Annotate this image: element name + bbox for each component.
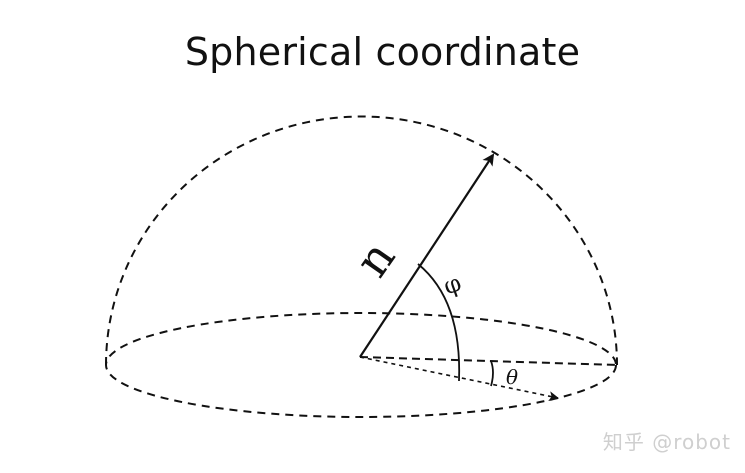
watermark-text: 知乎 @robot: [602, 430, 731, 454]
theta-label: θ: [506, 365, 518, 389]
projection-vector: [359, 356, 559, 402]
diagram-title: Spherical coordinate: [184, 30, 581, 74]
reference-axis-line: [359, 356, 618, 366]
vector-label-n: n: [344, 231, 405, 286]
base-ellipse: [105, 312, 617, 418]
phi-angle-arc: [417, 263, 461, 382]
normal-vector-arrow: [359, 153, 495, 358]
theta-angle-arc: [490, 360, 494, 387]
hemisphere-dome: [105, 115, 618, 366]
